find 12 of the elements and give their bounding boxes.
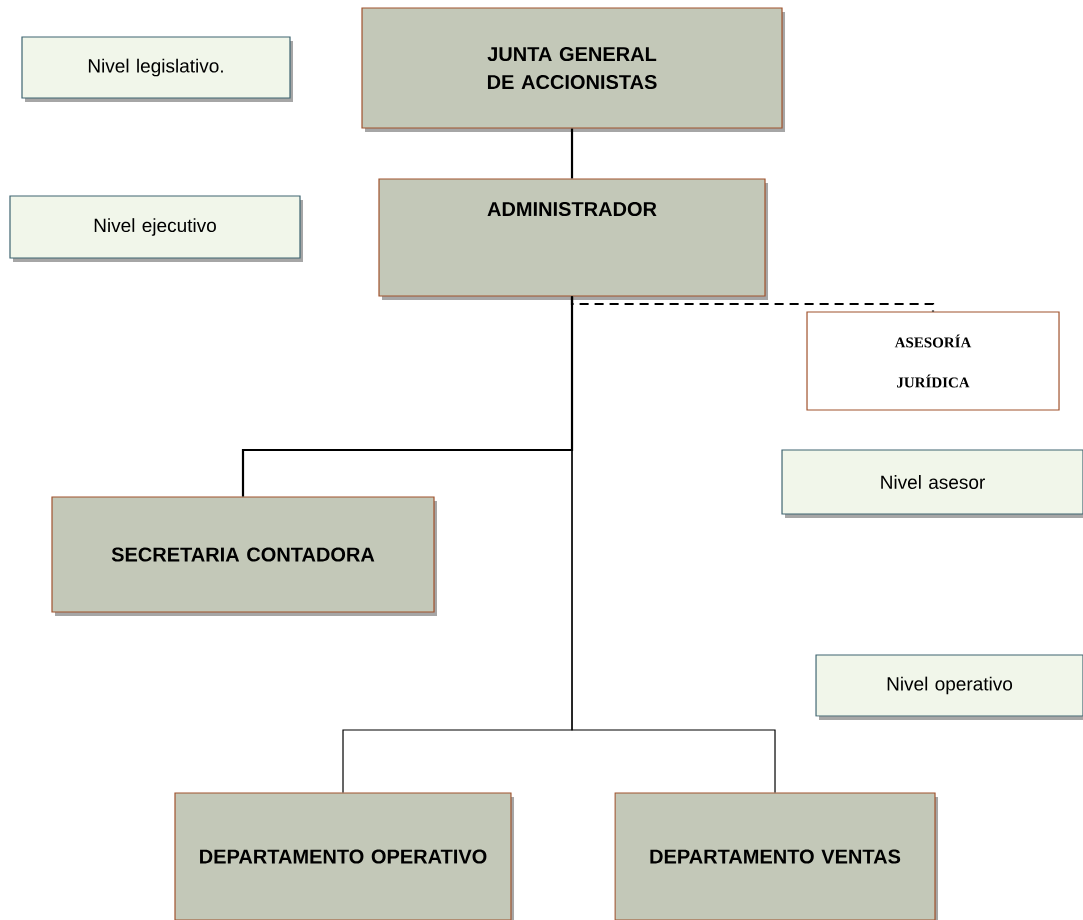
advisory-box: ASESORÍA JURÍDICA [806, 311, 1060, 411]
level-label-box: Nivel ejecutivo [9, 195, 303, 262]
org-box: DEPARTAMENTO VENTAS [614, 792, 938, 920]
org-box: ADMINISTRADOR [378, 178, 768, 300]
level-label-box: Nivel operativo [815, 654, 1083, 720]
connector-line [571, 296, 776, 793]
org-box: JUNTA GENERAL DE ACCIONISTAS [361, 7, 785, 132]
org-box: DEPARTAMENTO OPERATIVO [174, 792, 514, 920]
org-box: SECRETARIA CONTADORA [51, 496, 437, 616]
level-label-box: Nivel asesor [781, 449, 1083, 518]
connector-line [570, 128, 574, 179]
level-label-box: Nivel legislativo. [21, 36, 293, 102]
